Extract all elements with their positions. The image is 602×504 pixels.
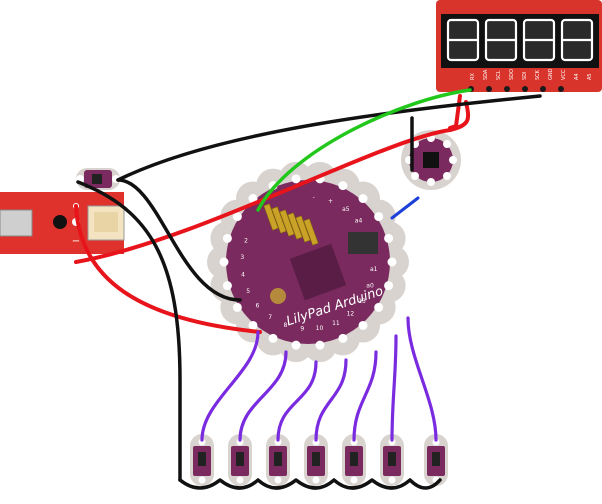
wire-black-gnd: [116, 178, 242, 302]
pin-hole: [374, 302, 384, 312]
header-pin: [287, 212, 303, 240]
display-pin-label: VCC: [561, 69, 567, 80]
header-pin: [263, 203, 279, 231]
pin-hole: [315, 340, 325, 350]
pin-hole: [268, 333, 278, 343]
seven-segment-display: RX SDA SCL SDO SDI SCK GND VCC A4 A5: [436, 0, 602, 92]
pin-hole: [232, 302, 242, 312]
reset-button: [270, 288, 286, 304]
switch-row: [190, 434, 448, 486]
lilypad-pin-label: 12: [347, 311, 355, 318]
wire-purple: [406, 316, 438, 442]
slide-switch: [266, 434, 290, 486]
display-pin-label: SDI: [522, 72, 528, 81]
lilypad-pin-label: +: [328, 198, 333, 205]
pin-hole: [338, 333, 348, 343]
wire-red-sensor: [448, 94, 462, 130]
charger-minus-label: −: [72, 236, 80, 247]
wire-purple-set: [200, 316, 438, 442]
header-pin: [279, 209, 295, 237]
wire-black-left: [76, 180, 182, 482]
slide-switch: [190, 434, 214, 486]
header-pin: [271, 206, 287, 234]
slide-switch: [304, 434, 328, 486]
lilypad-pin-label: 13: [358, 298, 366, 305]
pin-hole: [222, 281, 232, 291]
wire-purple: [352, 350, 378, 442]
lilypad-pin-label: 7: [268, 314, 272, 321]
wire-purple: [200, 330, 260, 442]
wire-green: [256, 88, 472, 212]
power-board: −: [0, 192, 125, 254]
header-pin: [295, 215, 311, 243]
pin-hole: [387, 257, 397, 267]
lilypad-pin-label: a4: [355, 218, 363, 225]
slide-switch-main: [76, 168, 120, 190]
pin-hole: [384, 281, 394, 291]
display-pin-label: SCL: [496, 70, 502, 80]
wires: [74, 88, 542, 490]
display-digits: [446, 18, 594, 62]
lilypad-arduino: 2345678910111213a0a1a2a3a4a5+-LilyPad Ar…: [207, 161, 409, 363]
pin-hole: [358, 194, 368, 204]
pin-hole: [248, 320, 258, 330]
wire-red-vcc: [74, 100, 470, 264]
display-pin-label: SDO: [509, 69, 515, 80]
wire-black-switch-bus: [178, 478, 442, 490]
slide-switch: [424, 434, 448, 486]
pin-hole: [338, 181, 348, 191]
display-pads: [468, 86, 564, 92]
icsp-header: [348, 232, 378, 254]
display-pin-label: A4: [574, 73, 580, 80]
lilypad-pin-label: a0: [366, 283, 374, 290]
pin-hole: [219, 257, 229, 267]
lilypad-pin-label: a1: [370, 266, 378, 273]
wire-purple: [314, 358, 348, 442]
wire-black-top: [116, 94, 542, 182]
display-pin-labels: RX SDA SCL SDO SDI SCK GND VCC A4 A5: [470, 68, 593, 80]
lilypad-pin-label: 11: [332, 320, 340, 327]
lilypad-pin-label: 9: [300, 326, 304, 333]
slide-switch: [228, 434, 252, 486]
wire-purple: [238, 350, 288, 442]
wire-purple: [390, 334, 398, 442]
display-pin-label: A5: [587, 73, 593, 80]
lilypad-pin-label: 10: [316, 325, 324, 332]
lilypad-pin-label: 4: [241, 271, 245, 278]
microcontroller-chip: [289, 243, 347, 301]
lilypad-pin-label: a5: [342, 206, 350, 213]
lilypad-pin-label: -: [313, 194, 315, 201]
pin-hole: [291, 174, 301, 184]
display-pin-label: GND: [548, 68, 554, 80]
display-pin-label: SCK: [535, 69, 541, 80]
wire-red-power: [74, 204, 262, 334]
pin-hole: [232, 212, 242, 222]
pin-hole: [222, 233, 232, 243]
display-pin-label: RX: [470, 73, 476, 80]
lilypad-pin-label: 3: [240, 254, 244, 261]
pin-hole: [384, 233, 394, 243]
pin-hole: [374, 212, 384, 222]
lilypad-pin-label: 5: [246, 288, 250, 295]
header-pin: [303, 218, 319, 246]
lilypad-pin-label: 6: [256, 302, 260, 309]
wire-purple: [276, 360, 318, 442]
slide-switch: [342, 434, 366, 486]
lilypad-pin-label: 8: [284, 322, 288, 329]
pin-hole: [248, 194, 258, 204]
slide-switch: [380, 434, 404, 486]
wire-blue: [390, 196, 420, 220]
pin-hole: [291, 340, 301, 350]
display-pin-label: SDA: [483, 69, 489, 80]
lilypad-pin-label: 2: [244, 237, 248, 244]
pin-hole: [358, 320, 368, 330]
